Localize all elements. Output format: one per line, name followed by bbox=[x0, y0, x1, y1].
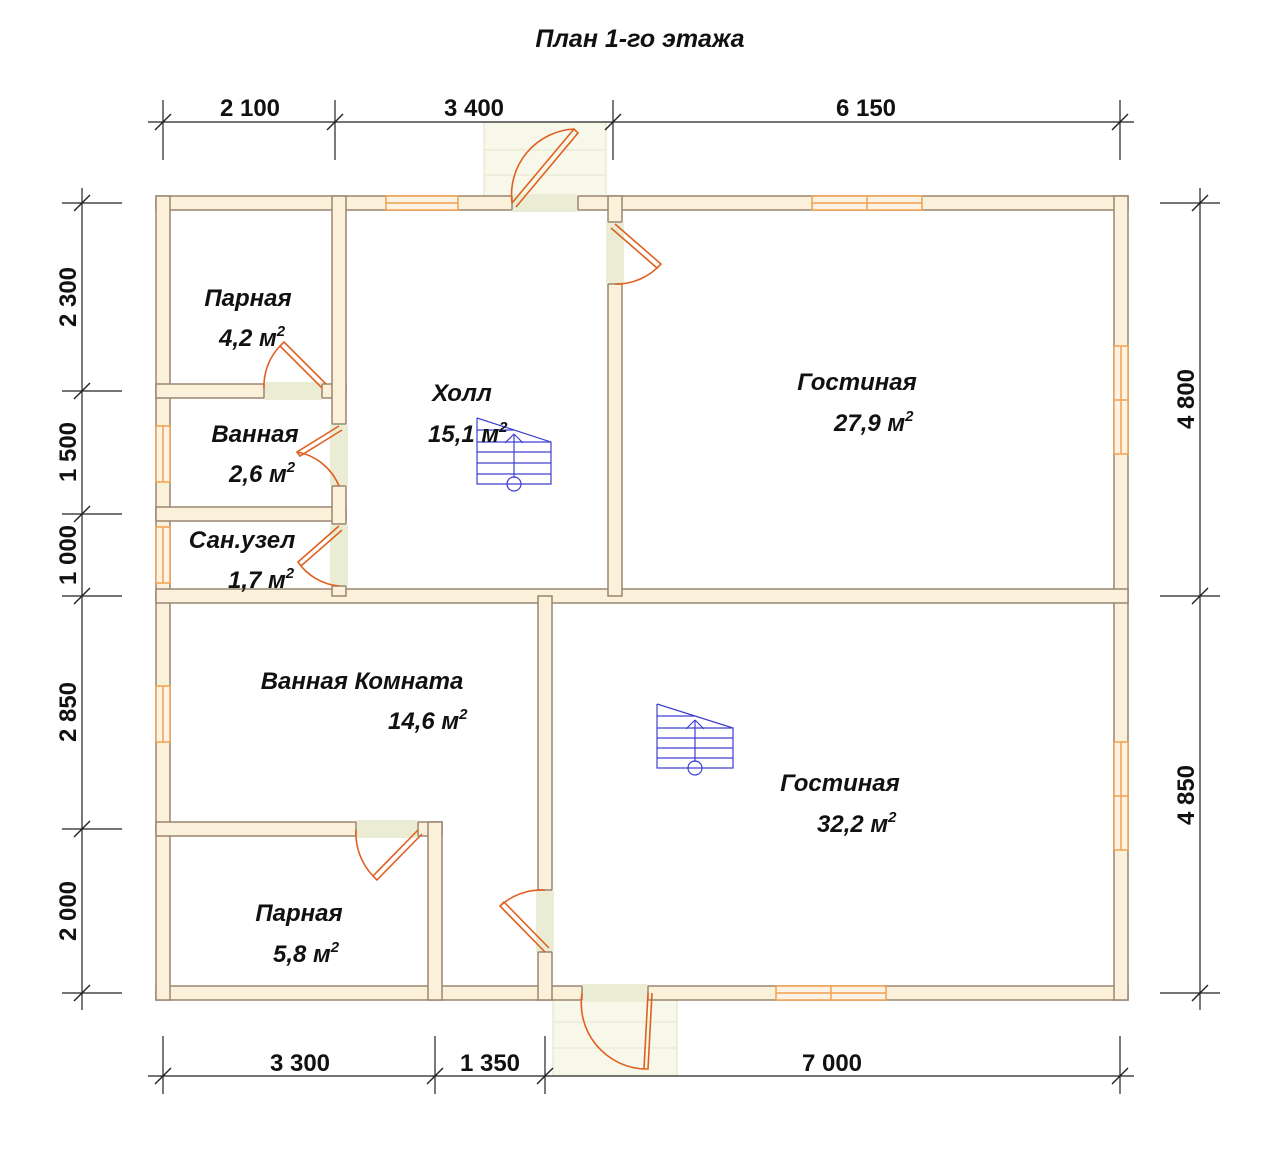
window-left-wc bbox=[155, 526, 171, 584]
dim-bottom-3: 7 000 bbox=[802, 1050, 862, 1077]
dim-right-2: 4 850 bbox=[1173, 765, 1200, 825]
room-bathroom-name: Ванная Комната bbox=[261, 668, 464, 695]
stairs-hall bbox=[476, 417, 552, 492]
room-labels: Парная 4,2 м2 Ванная 2,6 м2 Сан.узел 1,7… bbox=[189, 285, 917, 968]
door-wc bbox=[296, 525, 343, 587]
door-entrance-bottom bbox=[580, 992, 653, 1070]
dim-right-1: 4 800 bbox=[1173, 369, 1200, 429]
window-top-living bbox=[811, 195, 923, 211]
dim-bottom-1: 3 300 bbox=[270, 1050, 330, 1077]
wall-left-column bbox=[331, 195, 347, 597]
door-bath bbox=[295, 425, 343, 487]
room-bath-name: Ванная bbox=[211, 421, 298, 448]
walls bbox=[155, 195, 1129, 1001]
stairs-living bbox=[656, 703, 734, 776]
room-steam2-area: 5,8 м2 bbox=[273, 939, 340, 968]
windows bbox=[155, 195, 1129, 1001]
room-living1-name: Гостиная bbox=[797, 369, 917, 396]
dim-left-5: 2 000 bbox=[55, 881, 82, 941]
window-left-bathroom bbox=[155, 685, 171, 743]
wall-top bbox=[155, 195, 1129, 211]
dim-left-4: 2 850 bbox=[55, 682, 82, 742]
plan-title: План 1-го этажа bbox=[535, 25, 744, 53]
door-steam2 bbox=[355, 829, 423, 882]
room-steam2-name: Парная bbox=[255, 900, 342, 927]
dimension-lines bbox=[62, 100, 1220, 1094]
room-wc-area: 1,7 м2 bbox=[228, 565, 295, 594]
door-bathroom-living bbox=[498, 889, 550, 953]
window-bottom-living2 bbox=[775, 985, 887, 1001]
openings bbox=[264, 194, 648, 1002]
wall-hall-living bbox=[607, 195, 623, 597]
window-right-living2 bbox=[1113, 741, 1129, 851]
dim-left-2: 1 500 bbox=[55, 422, 82, 482]
room-living1-area: 27,9 м2 bbox=[833, 408, 914, 437]
room-hall-area: 15,1 м2 bbox=[428, 419, 508, 448]
window-top-hall bbox=[385, 195, 459, 211]
room-bathroom-area: 14,6 м2 bbox=[388, 706, 468, 735]
wall-steam2-right bbox=[427, 821, 443, 1001]
window-right-living1 bbox=[1113, 345, 1129, 455]
door-steam1 bbox=[263, 340, 327, 389]
dim-top-2: 3 400 bbox=[444, 95, 504, 122]
dim-left-3: 1 000 bbox=[55, 525, 82, 585]
room-living2-area: 32,2 м2 bbox=[817, 809, 897, 838]
dim-top-1: 2 100 bbox=[220, 95, 280, 122]
wall-middle bbox=[155, 588, 1129, 604]
dimension-labels: 2 100 3 400 6 150 3 300 1 350 7 000 2 30… bbox=[55, 95, 1200, 1077]
dim-top-3: 6 150 bbox=[836, 95, 896, 122]
door-hall-living bbox=[610, 223, 663, 285]
window-left-bath bbox=[155, 425, 171, 483]
room-living2-name: Гостиная bbox=[780, 770, 900, 797]
room-hall-name: Холл bbox=[430, 380, 492, 407]
wall-bath-wc bbox=[155, 506, 347, 522]
porch-bottom bbox=[552, 995, 678, 1077]
room-steam1-area: 4,2 м2 bbox=[218, 323, 286, 352]
dim-bottom-2: 1 350 bbox=[460, 1050, 520, 1077]
doors bbox=[263, 127, 663, 1070]
porch-top bbox=[483, 121, 607, 201]
dim-left-1: 2 300 bbox=[55, 267, 82, 327]
room-bath-area: 2,6 м2 bbox=[228, 459, 296, 488]
room-wc-name: Сан.узел bbox=[189, 527, 296, 554]
room-steam1-name: Парная bbox=[204, 285, 291, 312]
door-entrance-top bbox=[510, 127, 580, 208]
